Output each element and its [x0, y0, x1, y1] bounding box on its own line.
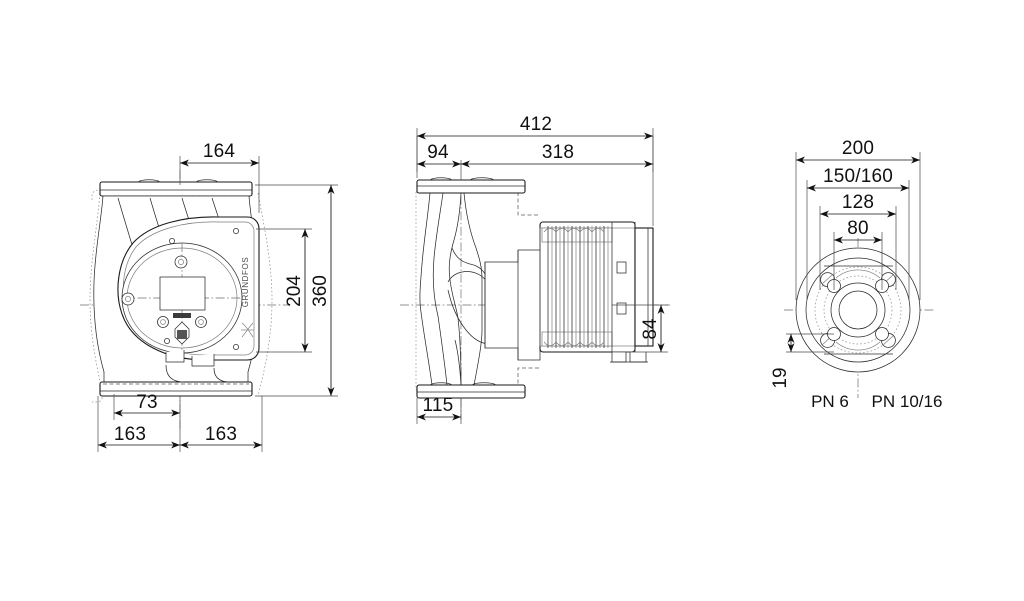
- motor-cooling-fins: [547, 226, 609, 348]
- side-view-bottom-flange: [416, 382, 526, 399]
- dim-94: 94: [416, 136, 462, 180]
- dim-150-160-label: 150/160: [823, 166, 893, 187]
- control-panel-navigation-pad[interactable]: [174, 321, 190, 345]
- dim-80: 80: [833, 218, 883, 290]
- front-view-bottom-connectors: [165, 350, 231, 383]
- dim-80-label: 80: [847, 218, 869, 239]
- flange-view: 200 150/160 128 80 19: [770, 138, 942, 411]
- head-screw-top-right: [233, 228, 239, 234]
- dim-19: 19: [770, 333, 834, 389]
- head-screw-top-left: [169, 238, 175, 244]
- dim-204-label: 204: [284, 275, 305, 307]
- bolt-circle-pn6: [823, 275, 893, 345]
- dim-115-label: 115: [423, 395, 454, 416]
- dim-73: 73: [113, 392, 181, 420]
- control-panel-button-left[interactable]: [157, 316, 169, 328]
- dim-128-label: 128: [842, 192, 874, 213]
- grundfos-logo-icon: [241, 322, 254, 338]
- bolt-holes-pn6: [827, 279, 889, 341]
- side-view-housing-section: [419, 192, 491, 386]
- side-view-envelope-step-top: [517, 192, 540, 216]
- head-screw-bottom-left: [164, 338, 170, 344]
- dim-318: 318: [461, 136, 654, 172]
- front-view: GRUNDFOS 164 360: [80, 141, 338, 452]
- side-view-motor-body: [539, 221, 654, 353]
- side-view-top-flange: [416, 177, 526, 194]
- control-panel-indicator: [174, 255, 188, 269]
- side-view-motor-adapter: [484, 249, 541, 361]
- dim-163-right-label: 163: [205, 424, 237, 445]
- front-view-control-panel: [121, 242, 243, 354]
- dim-412: 412: [416, 114, 654, 226]
- dim-318-label: 318: [542, 142, 574, 163]
- front-view-bottom-flange: [99, 381, 253, 397]
- front-view-body-hidden-outline-right: [257, 192, 273, 397]
- dim-200: 200: [795, 138, 921, 300]
- control-panel-side-plug: [121, 292, 135, 306]
- front-view-body-hidden-outline: [89, 189, 103, 403]
- control-panel-display[interactable]: [159, 276, 206, 311]
- control-panel-label-strip: [173, 313, 191, 318]
- head-screw-bottom-right: [233, 344, 239, 350]
- dim-94-label: 94: [427, 142, 449, 163]
- dim-360-label: 360: [310, 275, 331, 307]
- dim-163-right: 163: [180, 396, 263, 452]
- dim-163-left-label: 163: [114, 424, 146, 445]
- front-view-top-flange: [99, 179, 253, 197]
- dim-84-label: 84: [640, 318, 661, 340]
- side-view-envelope-step-bottom: [517, 367, 540, 390]
- dim-84: 84: [612, 304, 668, 353]
- brand-label: GRUNDFOS: [241, 257, 250, 308]
- motor-side-port-lower: [616, 302, 627, 315]
- side-view: 412 94 318 84 115: [400, 114, 670, 424]
- motor-side-port-upper: [616, 261, 627, 274]
- side-view-cable-glands: [610, 352, 648, 363]
- dim-128: 128: [819, 192, 897, 290]
- dim-73-label: 73: [136, 392, 158, 413]
- dim-204: 204: [256, 228, 312, 353]
- note-pn10-16: PN 10/16: [872, 392, 943, 411]
- dim-164: 164: [179, 141, 260, 213]
- bolt-circle-pn10-16: [814, 266, 902, 354]
- dim-150-160: 150/160: [806, 166, 910, 300]
- dim-360: 360: [255, 184, 338, 397]
- note-pn6: PN 6: [811, 392, 849, 411]
- dim-115: 115: [416, 395, 462, 424]
- control-panel-button-right[interactable]: [195, 316, 207, 328]
- dim-200-label: 200: [842, 138, 874, 159]
- motor-rear-cover: [634, 227, 654, 347]
- dim-164-label: 164: [203, 141, 236, 162]
- dim-19-label: 19: [770, 367, 791, 388]
- dim-412-label: 412: [520, 114, 552, 135]
- flange-bore-inner: [838, 290, 878, 330]
